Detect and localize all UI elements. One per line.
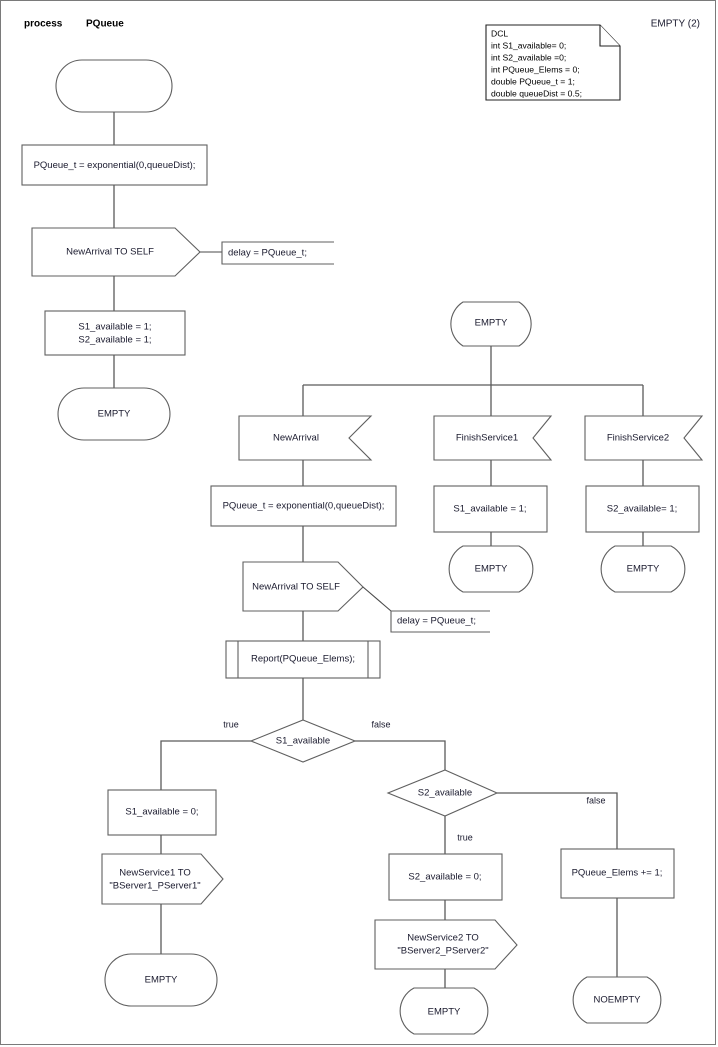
node-task-s2-zero-label: S2_available = 0; [408,872,481,883]
node-state-noempty-label: NOEMPTY [594,995,642,1006]
node-task-t-again: PQueue_t = exponential(0,queueDist); [210,485,397,527]
node-state-empty-s2: EMPTY [399,987,489,1035]
node-proc-report: Report(PQueue_Elems); [225,640,381,679]
node-state-empty-s1-label: EMPTY [145,975,178,986]
node-input-finishservice2-label: FinishService2 [607,433,669,444]
node-task-init-t-label: PQueue_t = exponential(0,queueDist); [34,160,196,171]
node-task-set-avail-line2: S2_available = 1; [78,335,151,346]
node-state-empty-s2-label: EMPTY [428,1007,461,1018]
node-task-s1-avail-1: S1_available = 1; [433,485,548,533]
node-task-set-avail: S1_available = 1; S2_available = 1; [44,310,186,356]
connector-s1-true-path [160,740,251,790]
process-name-label: PQueue [86,19,124,30]
node-output-newservice2-line2: "BServer2_PServer2" [397,946,488,957]
node-task-set-avail-line1: S1_available = 1; [78,322,151,333]
node-input-finishservice1: FinishService1 [433,415,553,461]
decision-s1-true-label: true [223,719,239,729]
node-task-s2-zero: S2_available = 0; [388,853,503,901]
node-task-s1-zero-label: S1_available = 0; [125,807,198,818]
decision-s2-true-label: true [457,832,473,842]
dcl-line-3: double PQueue_t = 1; [491,76,575,86]
node-state-empty-1-label: EMPTY [98,409,131,420]
node-output-newarrival-self-1: NewArrival TO SELF [31,227,201,277]
node-decision-s2: S2_available [386,769,499,817]
node-output-newservice2-line1: NewService2 TO [407,933,478,944]
node-start-state [55,59,173,113]
node-input-finishservice2: FinishService2 [584,415,704,461]
node-state-empty-fs2-label: EMPTY [627,564,660,575]
dcl-title: DCL [491,28,508,38]
node-output-newarrival-self-1-label: NewArrival TO SELF [66,247,154,258]
node-state-empty-fs1-label: EMPTY [475,564,508,575]
node-task-incr-elems: PQueue_Elems += 1; [560,848,675,899]
process-keyword-label: process [24,19,63,30]
node-output-newarrival-self-2-label: NewArrival TO SELF [252,582,340,593]
node-decision-s2-label: S2_available [418,788,472,799]
connector-comment-link-2 [362,586,392,612]
node-task-s1-zero: S1_available = 0; [107,789,217,836]
node-state-empty-s1: EMPTY [104,953,218,1007]
node-comment-delay-2: delay = PQueue_t; [390,610,490,633]
node-decision-s1-label: S1_available [276,736,330,747]
node-input-finishservice1-label: FinishService1 [456,433,518,444]
node-output-newservice2: NewService2 TO "BServer2_PServer2" [374,919,518,970]
node-task-s2-avail-1: S2_available= 1; [585,485,700,533]
node-task-t-again-label: PQueue_t = exponential(0,queueDist); [223,501,385,512]
page-reference-label: EMPTY (2) [651,19,700,30]
dcl-line-1: int S2_available =0; [491,52,566,62]
node-proc-report-label: Report(PQueue_Elems); [251,654,355,665]
dcl-line-2: int PQueue_Elems = 0; [491,64,580,74]
node-state-noempty: NOEMPTY [572,976,662,1024]
node-output-newservice1: NewService1 TO "BServer1_PServer1" [101,853,224,905]
dcl-note: DCL int S1_available= 0; int S2_availabl… [485,24,621,101]
node-output-newarrival-self-2: NewArrival TO SELF [242,561,364,612]
node-decision-s1: S1_available [249,719,357,763]
node-task-incr-elems-label: PQueue_Elems += 1; [572,868,663,879]
decision-s1-false-label: false [371,719,390,729]
node-state-empty-1: EMPTY [57,387,171,441]
dcl-line-0: int S1_available= 0; [491,40,566,50]
dcl-line-4: double queueDist = 0.5; [491,88,582,98]
connector-s2-false-path [497,792,618,849]
connector-s1-false-path [355,740,446,770]
node-comment-delay-1-label: delay = PQueue_t; [228,248,307,259]
node-state-empty-fs2: EMPTY [600,545,686,593]
node-state-empty-fs1: EMPTY [448,545,534,593]
node-state-empty-main-label: EMPTY [475,318,508,329]
node-task-s1-avail-1-label: S1_available = 1; [453,504,526,515]
node-input-newarrival-label: NewArrival [273,433,319,444]
decision-s2-false-label: false [586,795,605,805]
node-output-newservice1-line1: NewService1 TO [119,868,190,879]
node-output-newservice1-line2: "BServer1_PServer1" [109,881,200,892]
node-comment-delay-2-label: delay = PQueue_t; [397,616,476,627]
node-comment-delay-1: delay = PQueue_t; [221,241,334,265]
node-task-s2-avail-1-label: S2_available= 1; [607,504,678,515]
node-state-empty-main: EMPTY [450,301,532,347]
node-task-init-t: PQueue_t = exponential(0,queueDist); [21,144,208,186]
node-input-newarrival: NewArrival [238,415,373,461]
